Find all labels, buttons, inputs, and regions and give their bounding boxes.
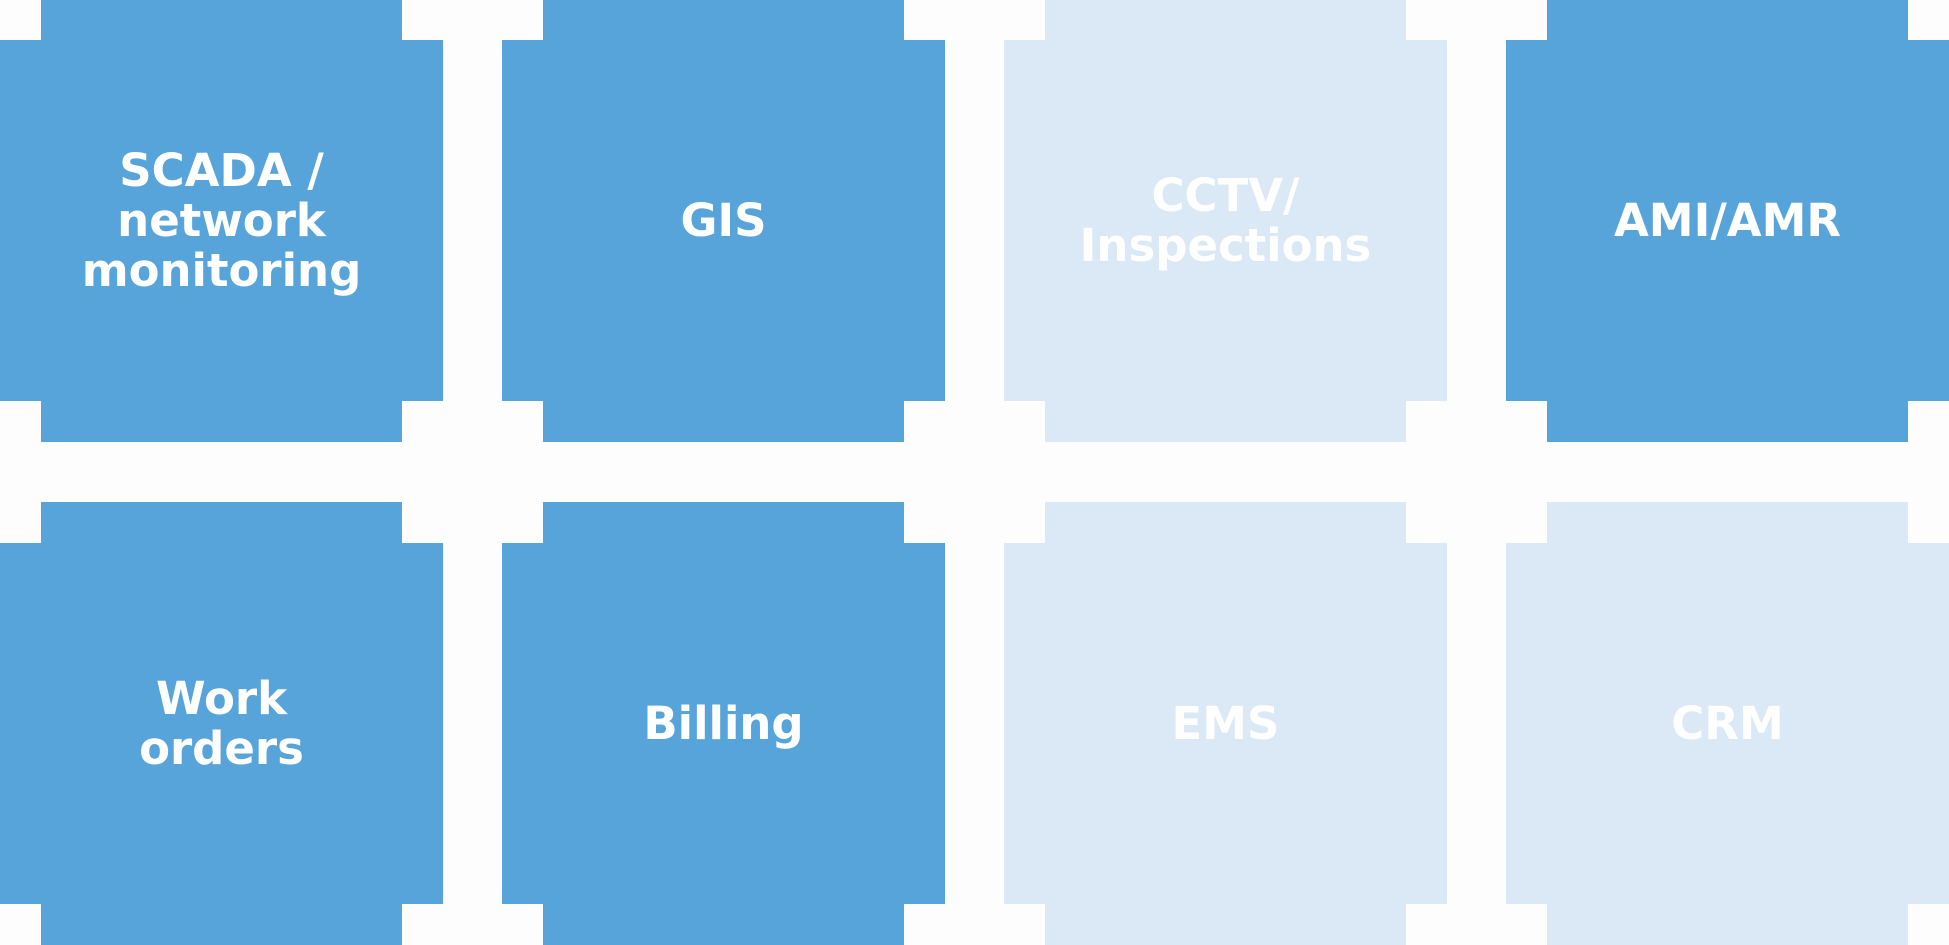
tile-cctv-inspections: CCTV/ Inspections — [1004, 0, 1447, 442]
tile-label-cctv-inspections: CCTV/ Inspections — [1079, 168, 1372, 272]
tile-scada: SCADA / network monitoring — [0, 0, 443, 442]
tile-label-work-orders: Work orders — [139, 671, 304, 775]
tile-label-ems: EMS — [1171, 696, 1280, 750]
tile-work-orders: Work orders — [0, 502, 443, 945]
tile-label-gis: GIS — [680, 193, 767, 247]
tile-label-crm: CRM — [1671, 696, 1784, 750]
tile-billing: Billing — [502, 502, 945, 945]
tile-ami-amr: AMI/AMR — [1506, 0, 1949, 442]
tile-label-billing: Billing — [643, 696, 804, 750]
tile-crm: CRM — [1506, 502, 1949, 945]
tile-label-ami-amr: AMI/AMR — [1613, 193, 1842, 247]
tile-gis: GIS — [502, 0, 945, 442]
tile-label-scada: SCADA / network monitoring — [81, 143, 362, 297]
tile-ems: EMS — [1004, 502, 1447, 945]
